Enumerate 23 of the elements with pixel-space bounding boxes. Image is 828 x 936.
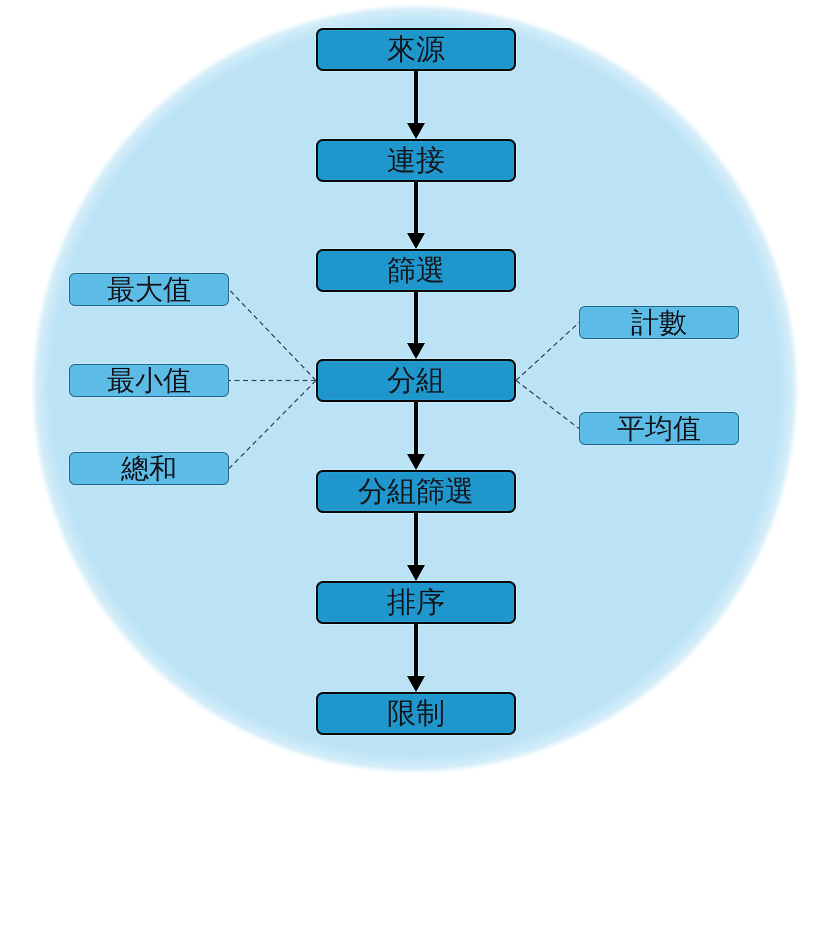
step-box: 分組篩選: [316, 470, 516, 513]
connector-line: [516, 322, 580, 381]
step-box: 排序: [316, 581, 516, 624]
arrow: [407, 182, 425, 249]
step-box: 分組: [316, 359, 516, 402]
connector-line: [228, 380, 316, 469]
arrow: [407, 71, 425, 139]
arrow: [407, 292, 425, 359]
label-box: 平均值: [579, 412, 739, 445]
connector-line: [228, 289, 316, 381]
label-box: 最大值: [69, 273, 229, 306]
arrow: [407, 513, 425, 581]
step-box: 來源: [316, 28, 516, 71]
label-box: 總和: [69, 452, 229, 485]
step-box: 限制: [316, 692, 516, 735]
step-box: 連接: [316, 139, 516, 182]
connector-line: [229, 380, 316, 382]
label-box: 最小值: [69, 364, 229, 397]
connector-line: [516, 380, 580, 430]
arrow: [407, 624, 425, 692]
label-box: 計數: [579, 306, 739, 339]
step-box: 篩選: [316, 249, 516, 292]
arrow: [407, 402, 425, 470]
